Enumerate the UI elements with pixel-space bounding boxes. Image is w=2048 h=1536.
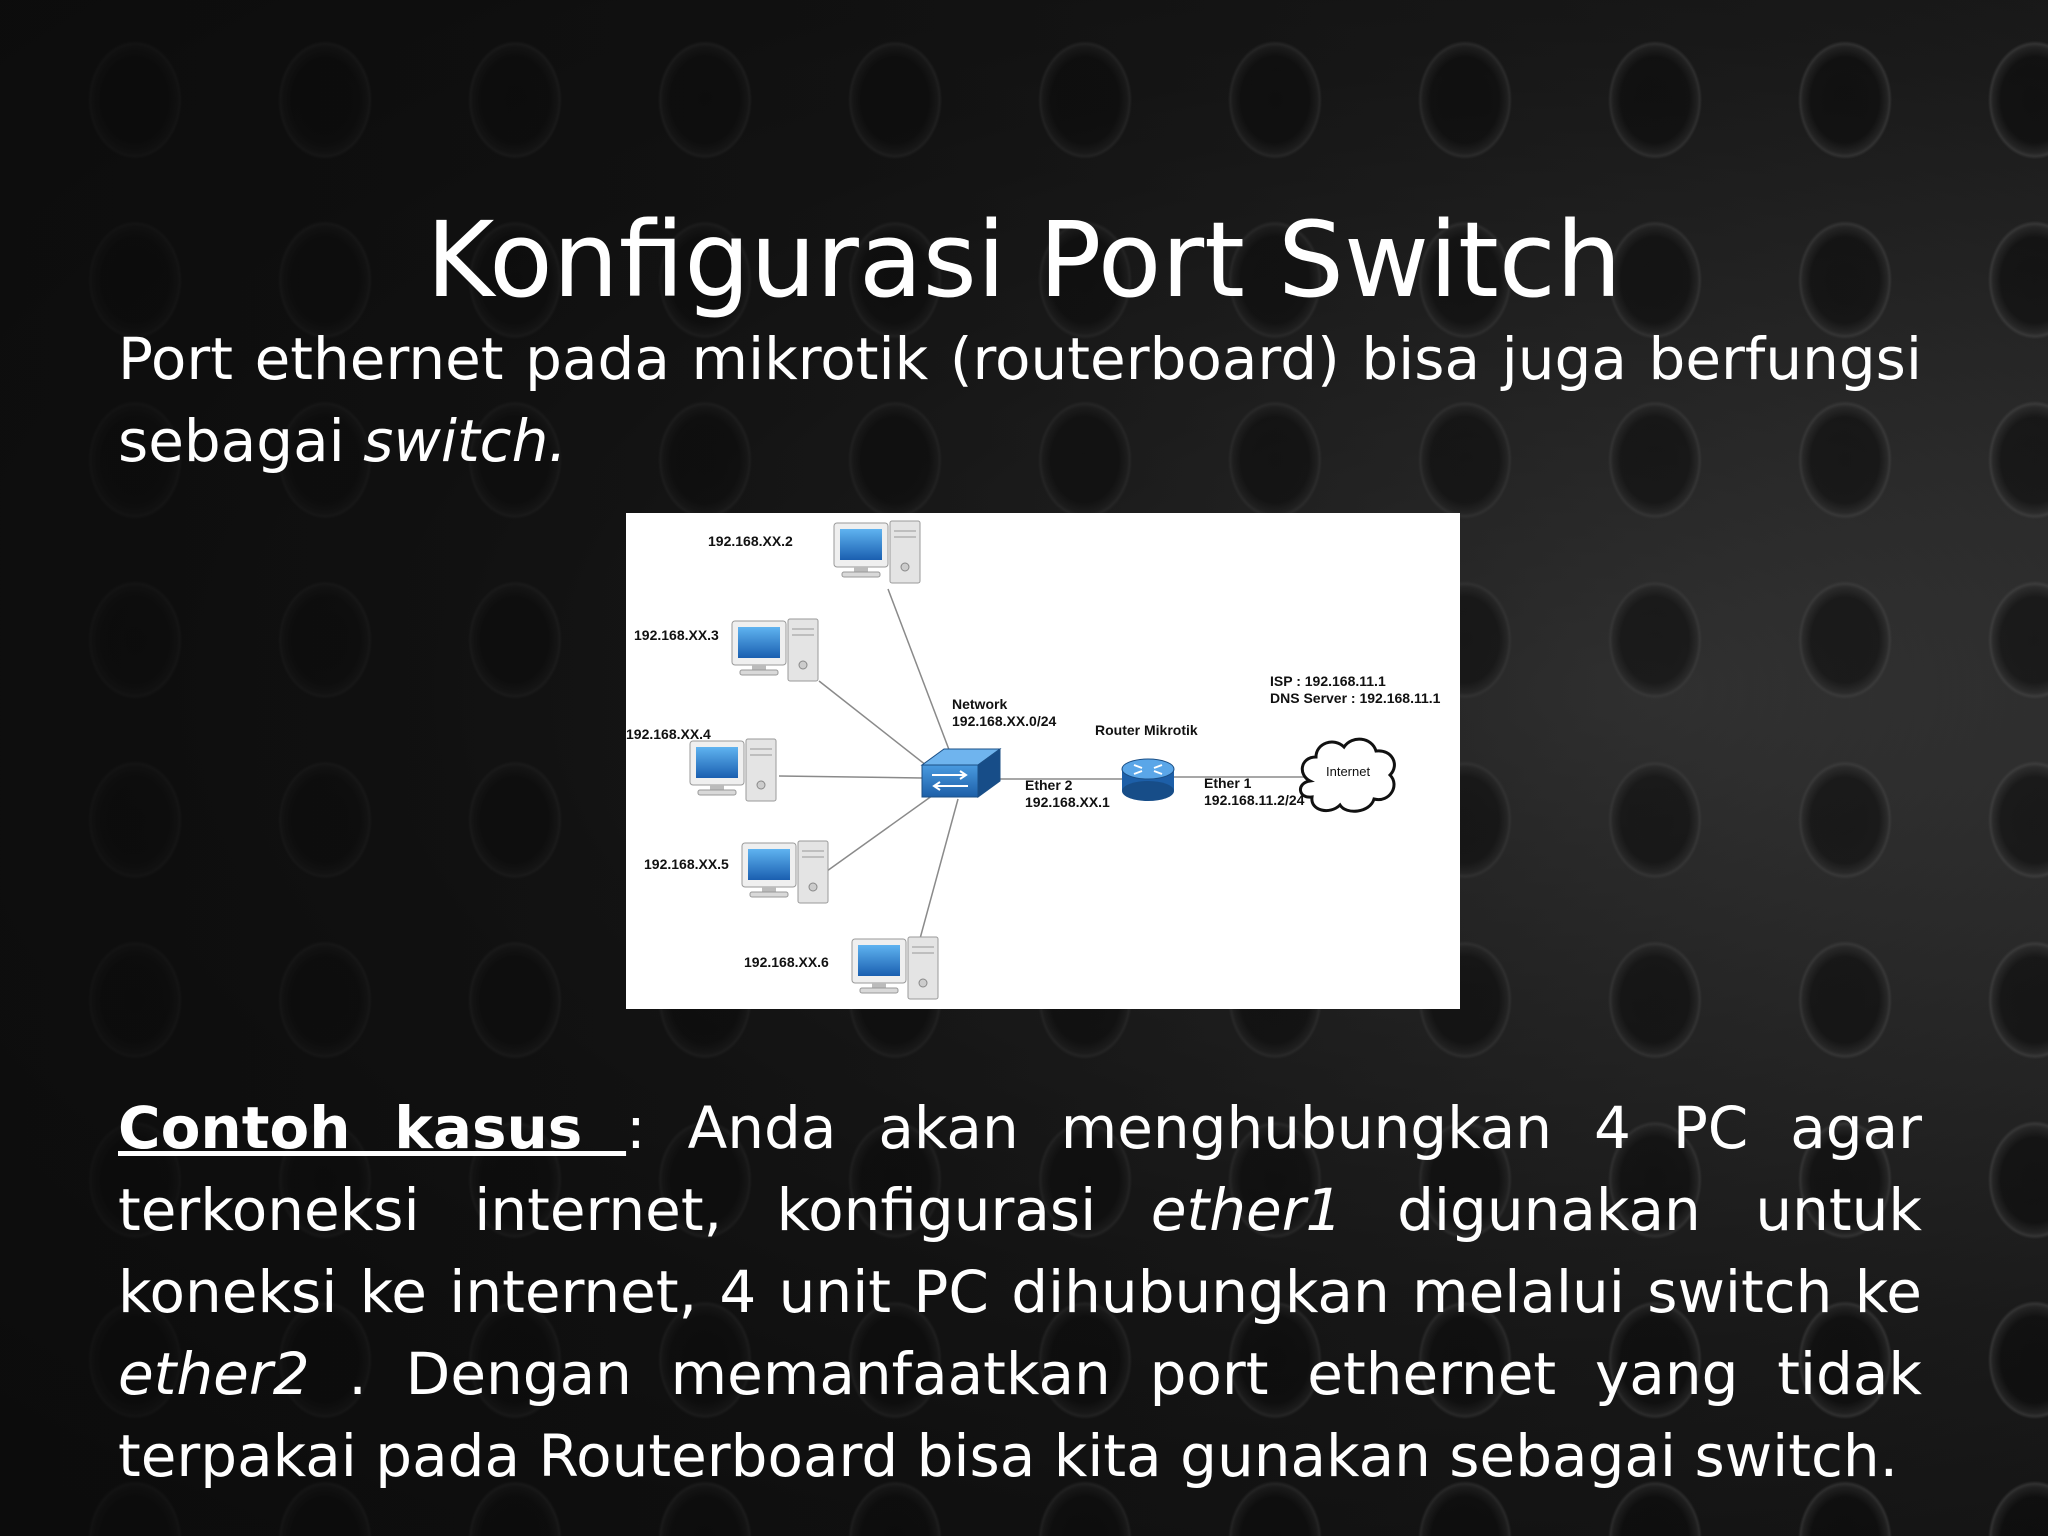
network-label-line: 192.168.XX.0/24: [952, 713, 1057, 729]
network-diagram-graphics: [689, 520, 1396, 1000]
network-switch-icon: [920, 748, 1002, 798]
pc-ip-label: 192.168.XX.2: [708, 533, 793, 549]
cloud-label: Internet: [1326, 764, 1371, 779]
case-text-2: digunakan untuk koneksi ke internet, 4 u…: [118, 1176, 1922, 1326]
network-label: Network 192.168.XX.0/24: [952, 696, 1056, 730]
case-text-3: . Dengan memanfaatkan port ethernet yang…: [118, 1340, 1922, 1490]
case-text-1: : Anda akan menghubungkan 4 PC agar terk…: [118, 1094, 1923, 1244]
isp-label-line: DNS Server : 192.168.11.1: [1270, 690, 1441, 706]
network-label-line: Network: [952, 696, 1008, 712]
case-emphasis-ether1: ether1: [1150, 1176, 1343, 1244]
isp-label: ISP : 192.168.11.1 DNS Server : 192.168.…: [1270, 673, 1440, 707]
pc-ip-label: 192.168.XX.6: [744, 954, 829, 970]
diagram-links: [778, 588, 1306, 947]
case-lead: Contoh kasus: [118, 1094, 627, 1162]
intro-paragraph: Port ethernet pada mikrotik (routerboard…: [118, 318, 1922, 482]
ether2-label: Ether 2 192.168.XX.1: [1025, 777, 1110, 811]
page-title: Konfigurasi Port Switch: [426, 198, 1622, 321]
ether1-label-line: 192.168.11.2/24: [1204, 792, 1305, 808]
router-icon: [1121, 758, 1175, 801]
intro-emphasis: switch.: [363, 407, 567, 475]
case-emphasis-ether2: ether2: [118, 1340, 310, 1408]
network-diagram: 192.168.XX.2 192.168.XX.3 192.168.XX.4 1…: [626, 513, 1460, 1009]
isp-label-line: ISP : 192.168.11.1: [1270, 673, 1386, 689]
router-label: Router Mikrotik: [1095, 722, 1198, 738]
intro-text: Port ethernet pada mikrotik (routerboard…: [118, 325, 1922, 475]
desktop-pc-icon: [833, 520, 921, 584]
internet-cloud-icon: [1299, 737, 1396, 813]
pc-ip-label: 192.168.XX.3: [634, 627, 719, 643]
desktop-pc-icon: [741, 840, 829, 904]
ether2-label-line: Ether 2: [1025, 777, 1073, 793]
ether2-label-line: 192.168.XX.1: [1025, 794, 1110, 810]
ether1-label: Ether 1 192.168.11.2/24: [1204, 775, 1304, 809]
desktop-pc-icon: [731, 618, 819, 682]
desktop-pc-icon: [689, 738, 777, 802]
pc-ip-label: 192.168.XX.5: [644, 856, 729, 872]
desktop-pc-icon: [851, 936, 939, 1000]
ether1-label-line: Ether 1: [1204, 775, 1252, 791]
pc-ip-label: 192.168.XX.4: [626, 726, 711, 742]
case-paragraph: Contoh kasus : Anda akan menghubungkan 4…: [118, 1087, 1922, 1497]
